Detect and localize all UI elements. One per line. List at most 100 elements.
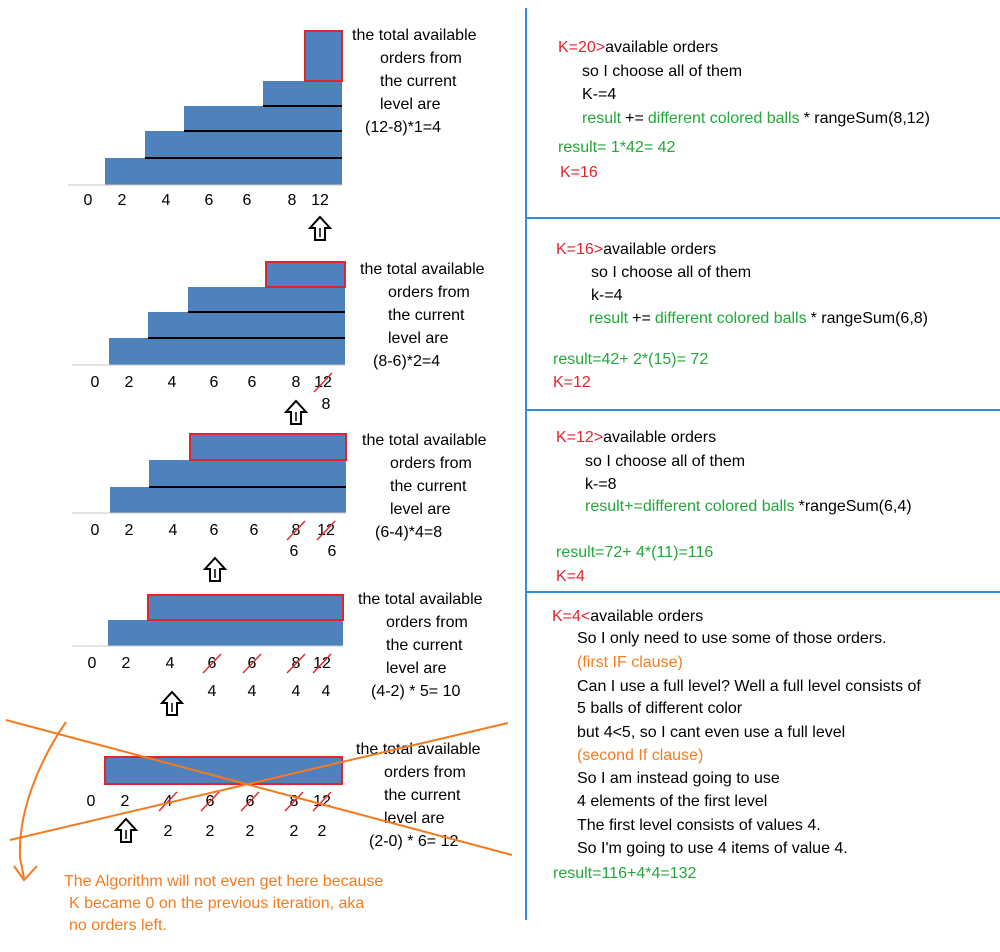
step-text: available orders <box>605 39 718 56</box>
description-line: level are <box>380 96 441 113</box>
step-text: available orders <box>603 241 716 258</box>
step-text: 5 balls of different color <box>577 700 743 717</box>
level-bar <box>188 287 345 312</box>
cross-out-line <box>9 722 509 841</box>
panel-2-chart <box>72 261 346 366</box>
new-value: 4 <box>248 683 257 700</box>
axis-value: 12 <box>311 192 329 209</box>
step-text: So I only need to use some of those orde… <box>577 630 887 647</box>
step-text: available orders <box>590 608 703 625</box>
panel-4-steps: K=4< available orders So I only need to u… <box>552 608 921 882</box>
axis-value: 4 <box>169 522 178 539</box>
level-bar <box>305 31 342 81</box>
description-line: the current <box>384 787 461 804</box>
level-bar <box>105 158 342 185</box>
axis-value: 6 <box>210 374 219 391</box>
level-bar <box>145 131 342 158</box>
axis-value: 4 <box>166 655 175 672</box>
step-text: different colored balls <box>648 110 800 127</box>
strike-mark <box>202 653 222 674</box>
axis-value: 4 <box>162 192 171 209</box>
step-text: So I am instead going to use <box>577 770 780 787</box>
step-text: K=4 <box>556 568 585 585</box>
new-value: 4 <box>322 683 331 700</box>
highlighted-level <box>189 433 347 461</box>
panel-4-chart <box>72 594 344 647</box>
new-value: 2 <box>246 823 255 840</box>
step-text: result=116+4*4=132 <box>553 865 696 882</box>
note-line: no orders left. <box>69 917 167 934</box>
step-text: K=12 <box>553 374 591 391</box>
step-text: so I choose all of them <box>591 264 751 281</box>
strike-mark <box>313 372 333 393</box>
description-line: (12-8)*1=4 <box>365 119 441 136</box>
axis-value: 6 <box>243 192 252 209</box>
note-line: The Algorithm will not even get here bec… <box>64 873 383 890</box>
level-bar <box>184 106 342 131</box>
level-bar <box>110 487 346 513</box>
axis-value: 0 <box>88 655 97 672</box>
step-text: K=12> <box>556 429 603 446</box>
step-text: k-=4 <box>591 287 623 304</box>
up-arrow-icon <box>283 399 309 425</box>
strike-mark <box>158 791 178 812</box>
step-text: result+=different colored balls <box>585 498 795 515</box>
panel-2-steps: K=16>available orders so I choose all of … <box>553 241 928 391</box>
description-line: orders from <box>390 455 472 472</box>
step-text: so I choose all of them <box>585 453 745 470</box>
panel-1-chart <box>68 30 343 186</box>
new-value: 4 <box>208 683 217 700</box>
description-line: (2-0) * 6= 12 <box>369 833 458 850</box>
axis-value: 2 <box>125 374 134 391</box>
axis-value: 0 <box>87 793 96 810</box>
step-text: K=16> <box>556 241 603 258</box>
axis-value: 6 <box>210 522 219 539</box>
axis-value: 0 <box>91 522 100 539</box>
axis-value: 0 <box>91 374 100 391</box>
panel-3-chart <box>72 433 347 514</box>
strike-mark <box>284 791 304 812</box>
panel-4-new-values: 4 4 4 4 <box>208 683 331 700</box>
panel-2-new-values: 8 <box>322 396 331 413</box>
panel-3-description: the total available orders from the curren… <box>362 432 487 541</box>
strike-mark <box>316 520 336 541</box>
description-line: the total available <box>360 261 485 278</box>
axis-value: 2 <box>125 522 134 539</box>
axis-value: 4 <box>168 374 177 391</box>
up-arrow-icon <box>159 690 185 716</box>
curved-arrow <box>18 721 67 879</box>
axis-value: 2 <box>122 655 131 672</box>
description-line: the total available <box>362 432 487 449</box>
step-text: K=4< <box>552 608 590 625</box>
level-bar <box>109 338 345 365</box>
new-value: 2 <box>318 823 327 840</box>
description-line: the current <box>386 637 463 654</box>
highlighted-level <box>104 756 343 785</box>
description-line: the current <box>380 73 457 90</box>
new-value: 4 <box>292 683 301 700</box>
new-value: 2 <box>164 823 173 840</box>
step-text: result=42+ 2*(15)= 72 <box>553 351 708 368</box>
highlighted-level <box>147 594 344 621</box>
strike-mark <box>240 791 260 812</box>
step-text: available orders <box>603 429 716 446</box>
axis-value: 6 <box>250 522 259 539</box>
step-text: K=20> <box>558 39 605 56</box>
description-line: (4-2) * 5= 10 <box>371 683 460 700</box>
level-bar <box>190 434 346 460</box>
description-line: the current <box>390 478 467 495</box>
description-line: orders from <box>386 614 468 631</box>
level-bar <box>266 262 345 287</box>
axis-value: 2 <box>118 192 127 209</box>
